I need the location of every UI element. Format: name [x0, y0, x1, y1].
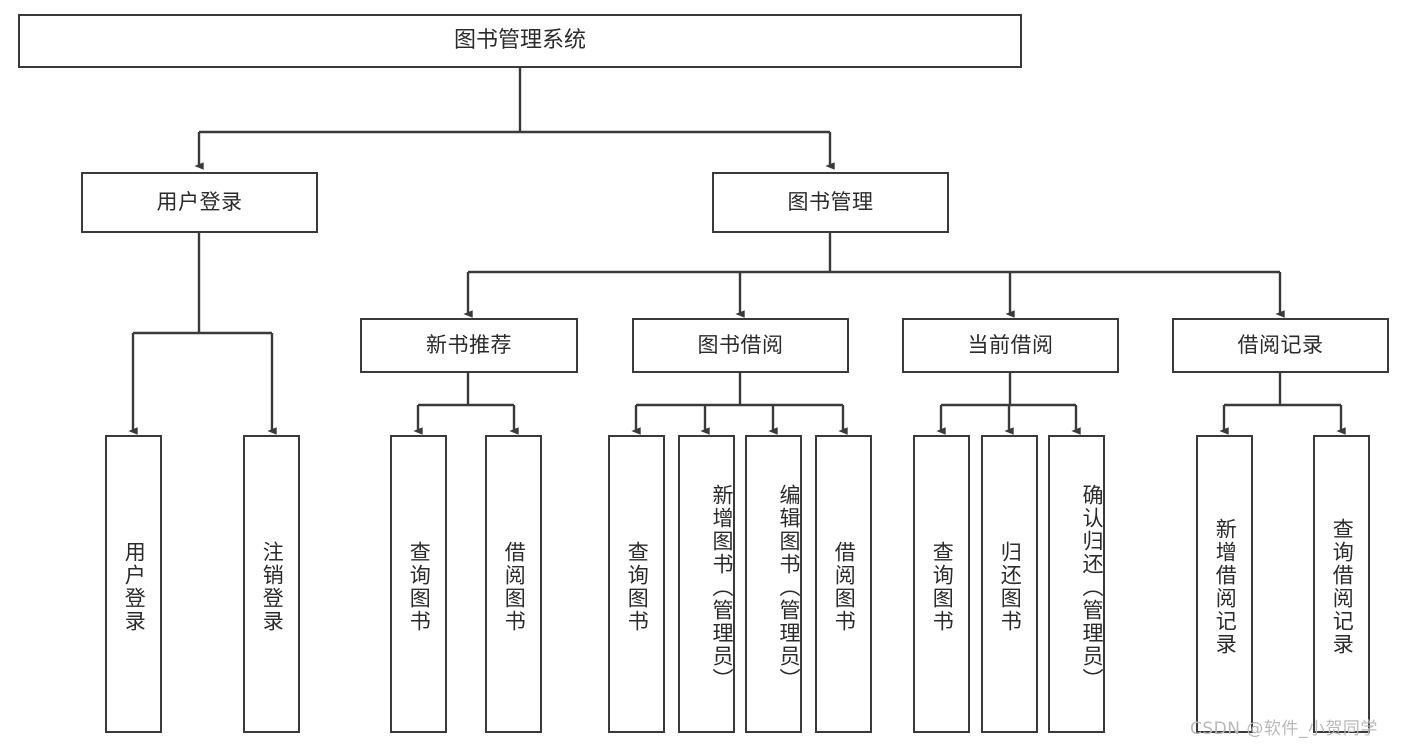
leaf-label: 新增图书（管理员）: [710, 483, 734, 691]
node-book-management-label: 图书管理: [787, 189, 874, 214]
leaf-label: 注销登录: [260, 541, 285, 633]
leaf-label: 新增借阅记录: [1213, 518, 1238, 656]
leaf-label: 查询图书: [930, 541, 955, 633]
node-new-book-recommend[interactable]: 新书推荐: [360, 318, 578, 373]
leaf-book-borrow-add-book-admin[interactable]: 新增图书（管理员）: [678, 435, 735, 733]
node-root-label: 图书管理系统: [453, 27, 586, 53]
node-current-borrow[interactable]: 当前借阅: [902, 318, 1119, 373]
leaf-current-borrow-query-book[interactable]: 查询图书: [913, 435, 970, 733]
leaf-label: 借阅图书: [502, 541, 527, 633]
leaf-new-book-query-book[interactable]: 查询图书: [390, 435, 447, 733]
leaf-label: 查询图书: [625, 541, 650, 633]
leaf-label: 借阅图书: [832, 541, 857, 633]
node-book-borrow[interactable]: 图书借阅: [632, 318, 849, 373]
leaf-borrow-record-query-record[interactable]: 查询借阅记录: [1313, 435, 1370, 733]
node-root-system[interactable]: 图书管理系统: [18, 14, 1022, 68]
node-book-borrow-label: 图书借阅: [697, 332, 784, 357]
node-current-borrow-label: 当前借阅: [967, 332, 1054, 357]
leaf-user-login-signin[interactable]: 用户登录: [105, 435, 162, 733]
leaf-borrow-record-add-record[interactable]: 新增借阅记录: [1196, 435, 1253, 733]
leaf-label: 编辑图书（管理员）: [777, 483, 801, 691]
leaf-new-book-borrow-book[interactable]: 借阅图书: [485, 435, 542, 733]
node-book-management[interactable]: 图书管理: [712, 172, 949, 233]
node-new-book-recommend-label: 新书推荐: [426, 332, 512, 357]
node-user-login[interactable]: 用户登录: [81, 172, 318, 233]
node-user-login-label: 用户登录: [156, 189, 243, 214]
leaf-label: 归还图书: [998, 541, 1023, 633]
leaf-user-login-signout[interactable]: 注销登录: [243, 435, 300, 733]
leaf-current-borrow-return-book[interactable]: 归还图书: [981, 435, 1038, 733]
leaf-label: 查询图书: [407, 541, 432, 633]
leaf-label: 查询借阅记录: [1330, 518, 1355, 656]
leaf-label: 用户登录: [122, 541, 147, 633]
leaf-book-borrow-query-book[interactable]: 查询图书: [608, 435, 665, 733]
leaf-book-borrow-edit-book-admin[interactable]: 编辑图书（管理员）: [745, 435, 802, 733]
leaf-current-borrow-confirm-return-admin[interactable]: 确认归还（管理员）: [1048, 435, 1105, 733]
leaf-label: 确认归还（管理员）: [1080, 483, 1104, 691]
node-borrow-record-label: 借阅记录: [1237, 332, 1324, 357]
node-borrow-record[interactable]: 借阅记录: [1172, 318, 1389, 373]
leaf-book-borrow-borrow-book[interactable]: 借阅图书: [815, 435, 872, 733]
csdn-watermark: CSDN @软件_小贺同学: [1190, 719, 1378, 739]
